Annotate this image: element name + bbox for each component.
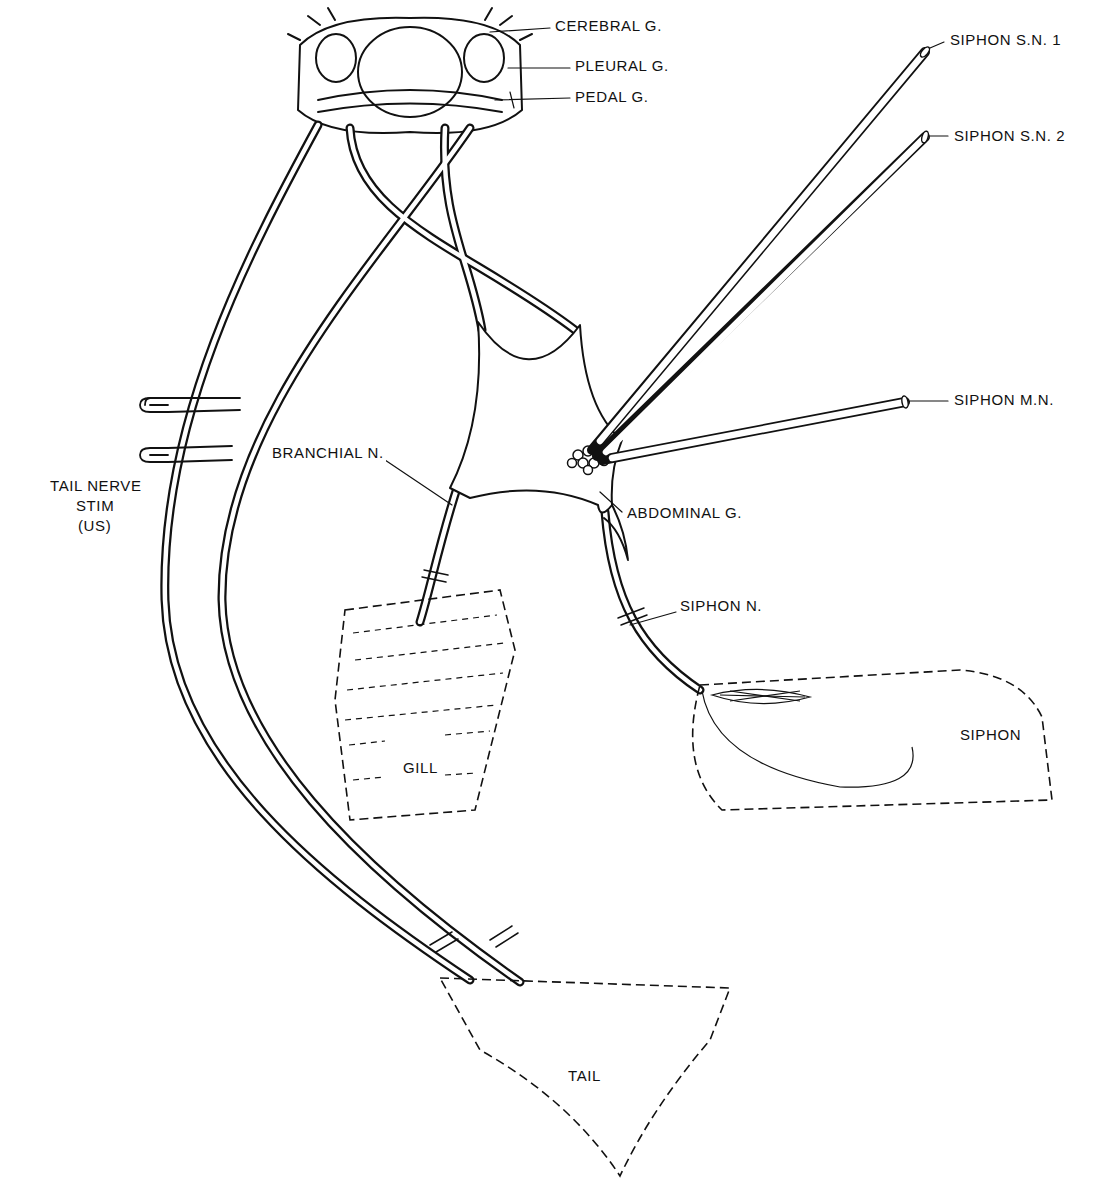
part-label: SIPHON S.N. 2 — [952, 128, 1067, 145]
nerve-trunks — [165, 125, 700, 982]
part-label: TAIL NERVE — [48, 478, 144, 495]
organ-detail — [353, 777, 385, 780]
stim-electrodes — [140, 398, 240, 462]
dashed-outline — [440, 978, 730, 1176]
organ-name: SIPHON — [960, 727, 1021, 744]
dashed-outline — [693, 670, 1052, 810]
organ-outline: SIPHON — [660, 655, 1060, 830]
organ-detail — [345, 705, 497, 720]
part-label: STIM — [74, 498, 116, 515]
part-label: BRANCHIAL N. — [270, 445, 386, 462]
part-label: ABDOMINAL G. — [625, 505, 744, 522]
part-label: PLEURAL G. — [573, 58, 671, 75]
head-ganglia — [288, 8, 532, 133]
part-label: PEDAL G. — [573, 89, 650, 106]
organ-name: GILL — [403, 760, 438, 777]
organ-detail — [355, 643, 505, 660]
organ-detail — [353, 615, 497, 633]
organ-detail — [445, 773, 477, 775]
organ-name: TAIL — [568, 1068, 601, 1085]
organ-outline: GILL — [325, 585, 525, 830]
part-label: SIPHON S.N. 1 — [948, 32, 1063, 49]
organ-detail — [349, 741, 385, 745]
organ-detail — [347, 673, 503, 690]
organ-detail — [730, 691, 800, 701]
organ-detail — [730, 691, 800, 701]
nerve-cut-marks — [422, 570, 647, 952]
leader-lines — [385, 28, 676, 625]
organ-outline: TAIL — [420, 958, 750, 1183]
part-label: CEREBRAL G. — [553, 18, 664, 35]
organ-outline-shape — [325, 585, 525, 830]
dashed-outline — [335, 590, 515, 820]
organ-detail — [702, 691, 913, 787]
organ-detail — [712, 689, 810, 703]
part-label: SIPHON M.N. — [952, 392, 1056, 409]
part-label: (US) — [76, 518, 113, 535]
organ-detail — [445, 731, 490, 735]
part-label: SIPHON N. — [678, 598, 764, 615]
